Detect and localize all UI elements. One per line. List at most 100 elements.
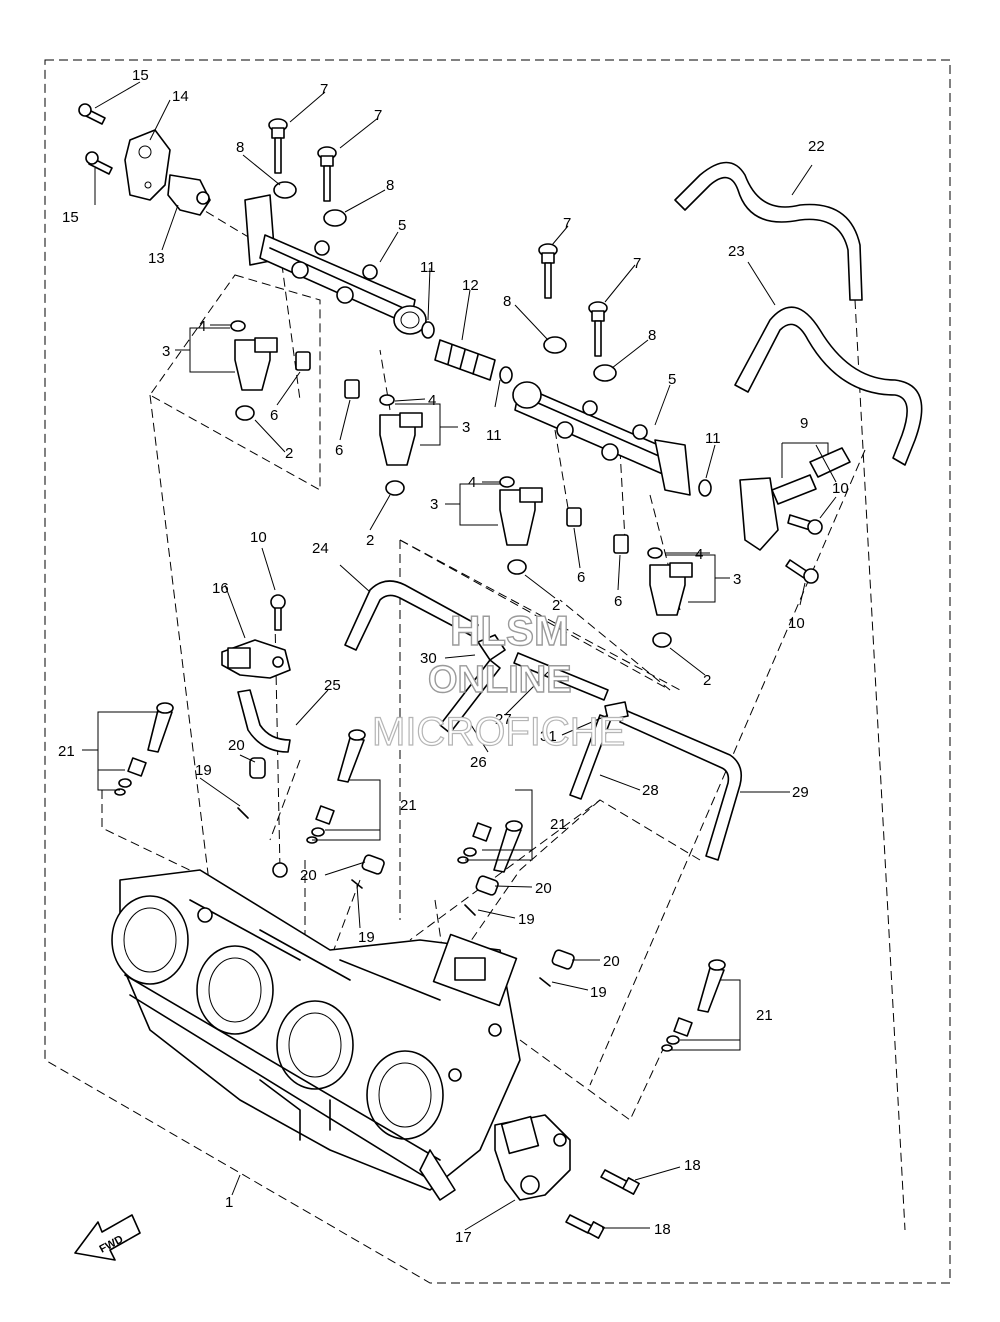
screw-10-a bbox=[787, 514, 823, 535]
callout-28: 28 bbox=[642, 782, 659, 799]
clip-19-c bbox=[464, 904, 476, 916]
injector-d bbox=[649, 562, 693, 616]
throttle-position-sensor bbox=[494, 1114, 571, 1201]
callout-18: 18 bbox=[654, 1221, 671, 1238]
watermark-line-3: MICROFICHE bbox=[372, 710, 625, 754]
seal-2-d bbox=[652, 632, 672, 648]
regulator-bracket bbox=[124, 129, 171, 201]
callout-11: 11 bbox=[705, 430, 721, 447]
callout-21: 21 bbox=[550, 816, 567, 833]
callout-6: 6 bbox=[614, 593, 622, 610]
clip-19-d bbox=[539, 977, 551, 987]
watermark: HLSM ONLINE MICROFICHE bbox=[371, 606, 626, 754]
throttle-bore-1 bbox=[111, 895, 189, 985]
callout-2: 2 bbox=[703, 672, 711, 689]
callout-7: 7 bbox=[563, 215, 571, 232]
screw-set-21-d bbox=[661, 959, 726, 1052]
callout-1: 1 bbox=[225, 1194, 233, 1211]
callout-19: 19 bbox=[195, 762, 212, 779]
hose-29 bbox=[619, 709, 743, 861]
dashed-leaders bbox=[101, 189, 906, 1231]
injector-b bbox=[379, 412, 423, 466]
hose-27 bbox=[513, 652, 609, 701]
o-ring-4-d bbox=[647, 547, 663, 559]
seal-2-b bbox=[385, 480, 405, 496]
assembly-frame bbox=[44, 59, 951, 1284]
bolt-7-d bbox=[588, 301, 608, 357]
callout-25: 25 bbox=[324, 677, 341, 694]
callout-7: 7 bbox=[320, 81, 328, 98]
bolt-7-b bbox=[317, 146, 337, 202]
hose-25 bbox=[237, 689, 291, 753]
callout-30: 30 bbox=[420, 650, 437, 667]
callout-19: 19 bbox=[358, 929, 375, 946]
callout-22: 22 bbox=[808, 138, 825, 155]
bolt-7-c bbox=[538, 243, 558, 299]
fuel-rail-left bbox=[244, 194, 427, 335]
callout-27: 27 bbox=[495, 711, 512, 728]
callout-10: 10 bbox=[250, 529, 267, 546]
callout-14: 14 bbox=[172, 88, 189, 105]
callout-29: 29 bbox=[792, 784, 809, 801]
callout-19: 19 bbox=[518, 911, 535, 928]
sensor-16 bbox=[221, 639, 291, 679]
callout-21: 21 bbox=[756, 1007, 773, 1024]
injector-c bbox=[499, 487, 543, 546]
cap-20-a bbox=[249, 757, 266, 779]
callout-labels: 1 2 2 2 2 3 3 3 3 4 4 4 4 5 5 6 6 6 6 7 … bbox=[58, 67, 849, 1246]
callout-4: 4 bbox=[695, 546, 703, 563]
callout-2: 2 bbox=[285, 445, 293, 462]
joint-30 bbox=[477, 634, 506, 661]
hose-26 bbox=[439, 659, 501, 734]
callout-18: 18 bbox=[684, 1157, 701, 1174]
watermark-line-1: HLSM bbox=[450, 607, 569, 654]
callout-6: 6 bbox=[335, 442, 343, 459]
callout-2: 2 bbox=[552, 597, 560, 614]
hose-group-box bbox=[399, 539, 681, 920]
spacer-6-b bbox=[344, 379, 360, 399]
callout-6: 6 bbox=[577, 569, 585, 586]
o-ring-11-b bbox=[499, 366, 513, 384]
callout-15: 15 bbox=[62, 209, 79, 226]
pipe-9 bbox=[771, 447, 851, 505]
callout-20: 20 bbox=[300, 867, 317, 884]
callout-9: 9 bbox=[800, 415, 808, 432]
callout-17: 17 bbox=[455, 1229, 472, 1246]
seal-2-a bbox=[235, 405, 255, 421]
callout-15: 15 bbox=[132, 67, 149, 84]
callout-4: 4 bbox=[468, 474, 476, 491]
callout-4: 4 bbox=[198, 318, 206, 335]
callout-31: 31 bbox=[540, 728, 557, 745]
seal-2-c bbox=[507, 559, 527, 575]
spacer-6-c bbox=[566, 507, 582, 527]
callout-16: 16 bbox=[212, 580, 229, 597]
injector-group-box-right bbox=[399, 539, 671, 691]
hose-23 bbox=[734, 306, 923, 466]
screw-15-lower bbox=[85, 151, 113, 175]
callout-21: 21 bbox=[58, 743, 75, 760]
callout-8: 8 bbox=[386, 177, 394, 194]
callout-leaders bbox=[82, 81, 837, 1231]
injector-a bbox=[234, 337, 278, 391]
callout-23: 23 bbox=[728, 243, 745, 260]
fuel-joint bbox=[434, 339, 496, 381]
callout-20: 20 bbox=[228, 737, 245, 754]
throttle-bore-3 bbox=[276, 1000, 354, 1090]
clip-19-a bbox=[237, 807, 249, 819]
callout-10: 10 bbox=[788, 615, 805, 632]
screw-18-lower bbox=[565, 1214, 605, 1239]
cap-20-b bbox=[361, 854, 385, 875]
bolt-7-a bbox=[268, 118, 288, 174]
callout-12: 12 bbox=[462, 277, 479, 294]
o-ring-11-c bbox=[698, 479, 712, 497]
screw-10-c bbox=[270, 594, 286, 631]
throttle-bore-4 bbox=[366, 1050, 444, 1140]
callout-5: 5 bbox=[668, 371, 676, 388]
o-ring-4-b bbox=[379, 394, 395, 406]
o-ring-11-a bbox=[421, 321, 435, 339]
fuel-rail-connector bbox=[739, 477, 779, 551]
callout-6: 6 bbox=[270, 407, 278, 424]
cap-20-c bbox=[475, 875, 499, 896]
collar-8-b bbox=[323, 209, 347, 227]
